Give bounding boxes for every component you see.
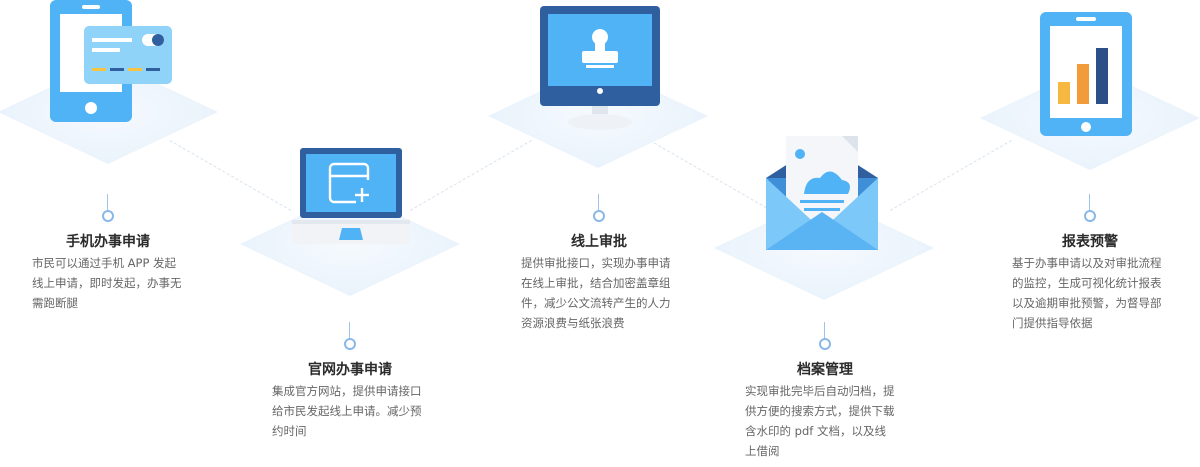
flow-link <box>169 140 292 211</box>
laptop-form-icon <box>292 148 410 244</box>
connector-line <box>824 322 825 340</box>
step-description: 实现审批完毕后自动归档，提 供方便的搜索方式，提供下载 含水印的 pdf 文档，… <box>745 381 905 461</box>
envelope-document-icon <box>766 136 878 250</box>
flow-link <box>890 140 1012 211</box>
desc-line: 门提供指导依据 <box>1012 316 1093 330</box>
step-description: 集成官方网站，提供申请接口 给市民发起线上申请。减少预 约时间 <box>272 381 432 441</box>
connector-line <box>107 194 108 212</box>
desc-line: 集成官方网站，提供申请接口 <box>272 384 422 398</box>
monitor-stamp-icon <box>540 6 660 130</box>
connector-line <box>598 194 599 212</box>
desc-line: 的监控，生成可视化统计报表 <box>1012 276 1162 290</box>
desc-line: 实现审批完毕后自动归档，提 <box>745 384 895 398</box>
desc-line: 约时间 <box>272 424 307 438</box>
desc-line: 供方便的搜索方式，提供下载 <box>745 404 895 418</box>
desc-line: 在线上审批，结合加密盖章组 <box>521 276 671 290</box>
desc-line: 需跑断腿 <box>32 296 78 310</box>
step-title: 官网办事申请 <box>308 362 392 378</box>
step-title: 线上审批 <box>571 234 627 250</box>
connector-line <box>349 322 350 340</box>
step-title: 报表预警 <box>1062 234 1118 250</box>
step-title: 档案管理 <box>797 362 853 378</box>
desc-line: 含水印的 pdf 文档，以及线 <box>745 424 886 438</box>
desc-line: 以及逾期审批预警，为督导部 <box>1012 296 1162 310</box>
timeline-node <box>102 210 114 222</box>
desc-line: 资源浪费与纸张浪费 <box>521 316 625 330</box>
desc-line: 给市民发起线上申请。减少预 <box>272 404 422 418</box>
tablet-bar-chart-icon <box>1040 12 1132 136</box>
step-description: 基于办事申请以及对审批流程 的监控，生成可视化统计报表 以及逾期审批预警，为督导… <box>1012 253 1172 333</box>
timeline-node <box>819 338 831 350</box>
timeline-node <box>593 210 605 222</box>
flow-link <box>649 140 772 211</box>
desc-line: 提供审批接口，实现办事申请 <box>521 256 671 270</box>
timeline-node <box>1084 210 1096 222</box>
step-description: 市民可以通过手机 APP 发起 线上申请，即时发起，办事无 需跑断腿 <box>32 253 192 313</box>
desc-line: 件，减少公文流转产生的人力 <box>521 296 671 310</box>
desc-line: 线上申请，即时发起，办事无 <box>32 276 182 290</box>
step-title: 手机办事申请 <box>66 234 150 250</box>
desc-line: 市民可以通过手机 APP 发起 <box>32 256 177 270</box>
flow-link <box>410 140 532 211</box>
step-description: 提供审批接口，实现办事申请 在线上审批，结合加密盖章组 件，减少公文流转产生的人… <box>521 253 681 333</box>
desc-line: 上借阅 <box>745 444 780 458</box>
timeline-node <box>344 338 356 350</box>
desc-line: 基于办事申请以及对审批流程 <box>1012 256 1162 270</box>
connector-line <box>1089 194 1090 212</box>
mobile-card-icon <box>50 0 172 122</box>
